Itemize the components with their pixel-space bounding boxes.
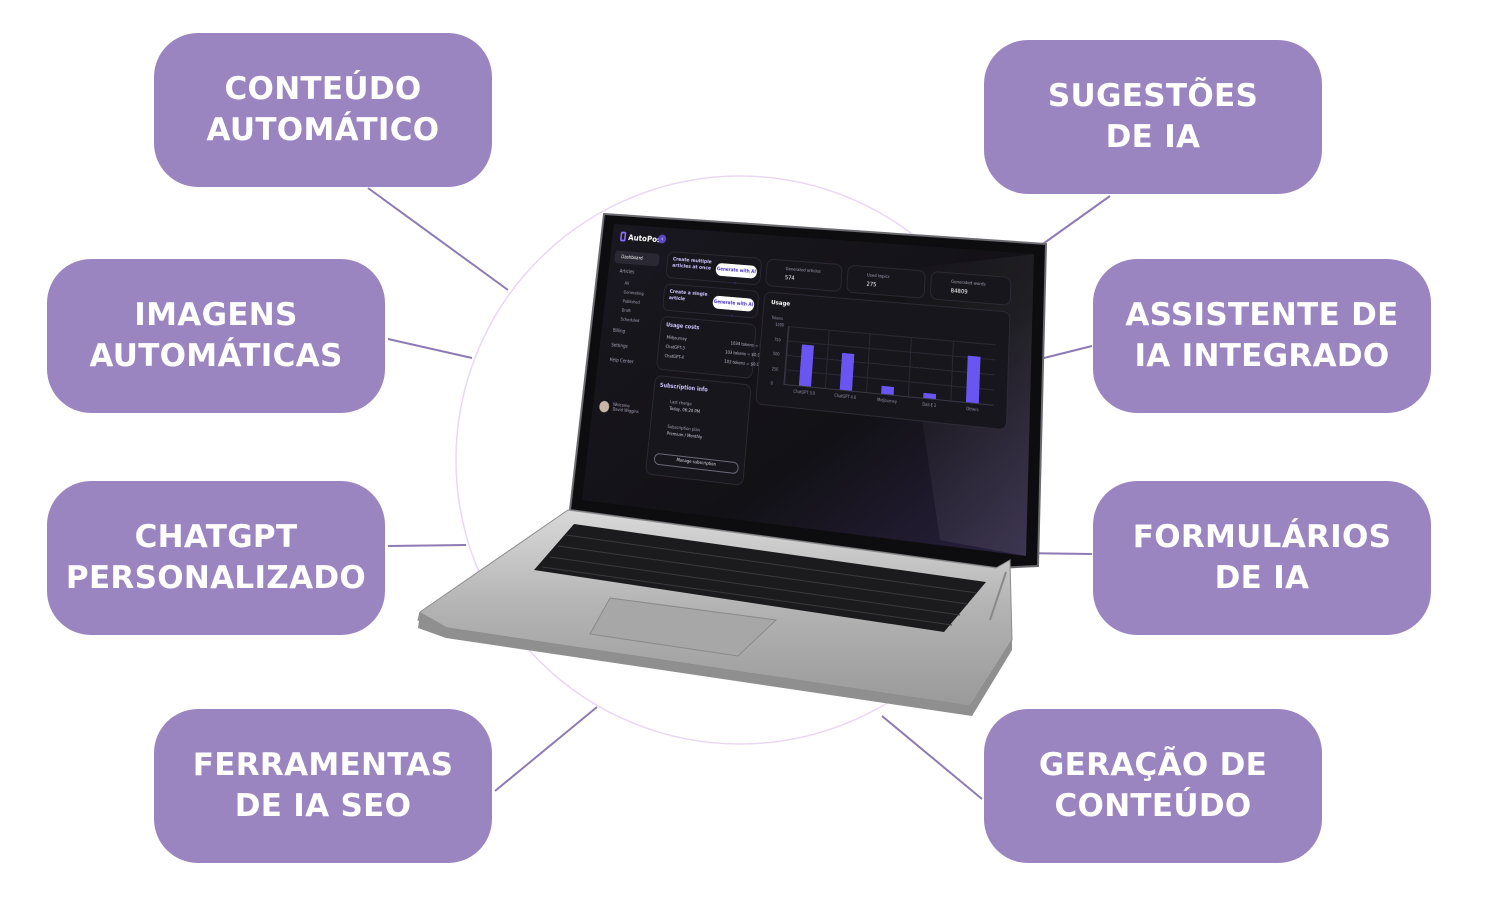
- feature-content-generation: GERAÇÃO DE CONTEÚDO: [984, 709, 1322, 863]
- chart-title: Usage: [771, 298, 791, 307]
- chart-ytick-label: 0: [770, 381, 773, 386]
- feature-label: IMAGENS AUTOMÁTICAS: [89, 295, 342, 377]
- feature-custom-chatgpt: CHATGPT PERSONALIZADO: [47, 481, 385, 635]
- feature-automatic-images: IMAGENS AUTOMÁTICAS: [47, 259, 385, 413]
- create-single-card: Create a single article Generate with AI…: [662, 283, 760, 318]
- create-multiple-card: Create multiple articles at once Generat…: [665, 251, 762, 285]
- avatar: [599, 400, 610, 412]
- manage-subscription-button[interactable]: Manage subscription: [654, 453, 740, 475]
- chart-tick-label: ChatGPT 3.0: [790, 388, 818, 396]
- chart-tick-label: Midjourney: [873, 397, 902, 405]
- stat-card-topics: Used topics 275: [846, 265, 926, 299]
- chart-ytick-label: 500: [773, 351, 780, 356]
- feature-label: FORMULÁRIOS DE IA: [1133, 517, 1392, 599]
- sidebar-item-help[interactable]: Help Center: [602, 353, 648, 370]
- chart-tick-label: Dall-E 2: [915, 401, 944, 409]
- feature-ai-suggestions: SUGESTÕES DE IA: [984, 40, 1322, 194]
- subscription-card: Subscription info Last charge Today, 06:…: [645, 375, 752, 486]
- feature-ai-seo-tools: FERRAMENTAS DE IA SEO: [154, 709, 492, 863]
- chart-tick-label: Others: [958, 405, 988, 413]
- chart-plot-area: ChatGPT 3.0ChatGPT 4.0MidjourneyDall-E 2…: [783, 326, 995, 406]
- collapse-sidebar-icon[interactable]: ‹: [658, 234, 667, 243]
- chart-bar: [881, 386, 894, 395]
- feature-label: ASSISTENTE DE IA INTEGRADO: [1125, 295, 1398, 377]
- generate-single-button[interactable]: Generate with AI ✧: [712, 295, 754, 311]
- sidebar-item-dashboard[interactable]: Dashboard: [614, 251, 660, 267]
- stat-value: 84809: [950, 288, 967, 296]
- subscription-title: Subscription info: [660, 382, 708, 393]
- stat-label: Used topics: [867, 274, 890, 280]
- sidebar: Dashboard Articles All Generating Publis…: [602, 251, 660, 373]
- user-profile[interactable]: Welcome David Wiggins: [599, 400, 640, 416]
- feature-label: GERAÇÃO DE CONTEÚDO: [1039, 745, 1267, 827]
- sidebar-item-articles[interactable]: Articles: [613, 265, 659, 281]
- user-name: David Wiggins: [612, 408, 639, 416]
- usage-row: Midjourney1034 tokens = $12: [666, 336, 687, 343]
- chart-ytick-label: 750: [774, 337, 781, 342]
- chart-bar: [966, 356, 981, 404]
- stat-label: Generated articles: [785, 267, 820, 274]
- create-single-title: Create a single article: [669, 289, 711, 305]
- usage-costs-title: Usage costs: [666, 322, 700, 331]
- usage-row: ChatGPT-4103 tokens = $0.003: [664, 354, 684, 361]
- chart-tick-label: ChatGPT 4.0: [831, 393, 859, 401]
- feature-label: CONTEÚDO AUTOMÁTICO: [207, 69, 440, 151]
- logo-icon: [620, 232, 627, 242]
- stat-label: Generated words: [951, 280, 986, 287]
- chart-ytick-label: 1000: [775, 322, 784, 327]
- chart-bar: [923, 393, 936, 399]
- usage-chart-card: Usage Tokens ChatGPT 3.0ChatGPT 4.0Midjo…: [755, 291, 1010, 430]
- chart-ylabel: Tokens: [771, 315, 783, 321]
- last-charge-label: Last charge: [670, 400, 692, 407]
- laptop-screen-ui: AutoPost ‹ Dashboard Articles All Genera…: [582, 224, 1034, 556]
- usage-costs-card: Usage costs Midjourney1034 tokens = $12 …: [656, 316, 757, 379]
- stat-card-articles: Generated articles 574: [765, 259, 843, 293]
- generate-multiple-button[interactable]: Generate with AI ✧: [715, 263, 757, 279]
- feature-label: CHATGPT PERSONALIZADO: [66, 517, 366, 599]
- stat-value: 275: [866, 281, 876, 288]
- feature-automatic-content: CONTEÚDO AUTOMÁTICO: [154, 33, 492, 187]
- stat-value: 574: [785, 275, 795, 282]
- stat-card-words: Generated words 84809: [930, 271, 1012, 306]
- usage-row: ChatGPT-3103 tokens = $0.003: [665, 345, 685, 351]
- feature-ai-forms: FORMULÁRIOS DE IA: [1093, 481, 1431, 635]
- create-multiple-title: Create multiple articles at once: [672, 257, 715, 273]
- feature-integrated-ai-assistant: ASSISTENTE DE IA INTEGRADO: [1093, 259, 1431, 413]
- chart-ytick-label: 250: [772, 366, 779, 371]
- last-charge-value: Today, 06:20 PM: [669, 407, 700, 415]
- feature-label: SUGESTÕES DE IA: [1048, 76, 1258, 158]
- feature-label: FERRAMENTAS DE IA SEO: [193, 745, 453, 827]
- chart-bar: [799, 344, 814, 387]
- chart-bar: [840, 352, 855, 390]
